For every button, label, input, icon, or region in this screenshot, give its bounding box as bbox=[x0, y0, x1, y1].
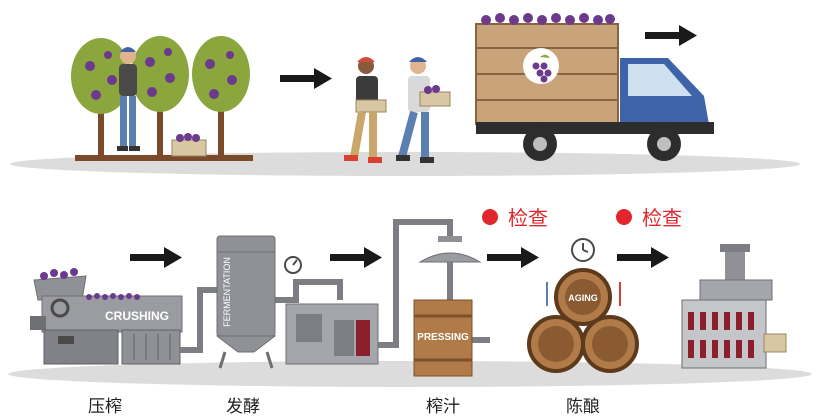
arrow-icon bbox=[487, 247, 539, 268]
gear-icon bbox=[50, 298, 70, 318]
pump-unit bbox=[284, 256, 379, 365]
aging-barrels: AGING bbox=[527, 238, 639, 373]
delivery-truck bbox=[475, 13, 714, 161]
arrow-icon bbox=[617, 247, 669, 268]
red-dot-icon bbox=[482, 208, 498, 225]
quality-check-marker: 检查 bbox=[616, 202, 682, 231]
wine-bottles bbox=[688, 312, 754, 358]
worker bbox=[396, 57, 451, 163]
grape-tree bbox=[131, 36, 189, 156]
workers-carrying-crates bbox=[344, 57, 451, 163]
wine-press: PRESSING bbox=[413, 236, 482, 377]
aging-barrel-label: AGING bbox=[568, 293, 598, 303]
bottling-machine bbox=[681, 244, 787, 369]
stage-caption-pressing: 榨汁 bbox=[426, 397, 460, 417]
worker bbox=[344, 57, 387, 163]
crushing-machine-label: CRUSHING bbox=[105, 309, 169, 323]
arrow-icon bbox=[645, 25, 697, 46]
pipes bbox=[180, 219, 490, 353]
vineyard bbox=[71, 36, 253, 161]
grape-tree bbox=[71, 38, 131, 156]
arrow-icon bbox=[280, 68, 332, 89]
stage-caption-aging: 陈酿 bbox=[566, 397, 600, 417]
grape-tree bbox=[192, 36, 250, 156]
pressing-barrel-label: PRESSING bbox=[417, 332, 469, 343]
quality-check-label: 检查 bbox=[642, 206, 682, 230]
quality-check-label: 检查 bbox=[508, 206, 548, 230]
fermentation-tank: FERMENTATION bbox=[215, 235, 277, 369]
grape-crate bbox=[171, 133, 207, 157]
stage-caption-crushing: 压榨 bbox=[88, 397, 122, 417]
stage-caption-fermentation: 发酵 bbox=[226, 397, 260, 417]
arrow-icon bbox=[330, 247, 382, 268]
crushing-machine: CRUSHING bbox=[30, 268, 183, 365]
farmer-woman bbox=[117, 47, 140, 151]
fermentation-tank-label: FERMENTATION bbox=[222, 257, 232, 327]
quality-check-marker: 检查 bbox=[482, 202, 548, 231]
red-dot-icon bbox=[616, 208, 632, 225]
arrow-icon bbox=[130, 247, 182, 268]
